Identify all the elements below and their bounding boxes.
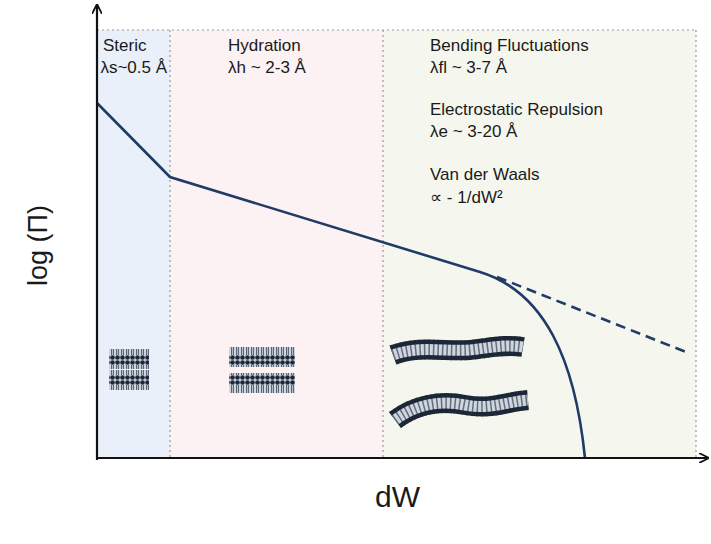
region-heading: Bending Fluctuations [430, 36, 589, 56]
x-axis-label: dW [375, 480, 420, 514]
decay-length: λs~0.5 Å [100, 58, 167, 78]
region-heading: Van der Waals [430, 165, 540, 185]
y-axis-label: log (Π) [23, 204, 54, 285]
hydration-region: Hydrationλh ~ 2-3 Å [170, 30, 383, 458]
steric-region: Stericλs~0.5 Å [97, 30, 170, 458]
region-heading: Electrostatic Repulsion [430, 100, 603, 120]
region-heading: Steric [103, 36, 146, 56]
region-heading: Hydration [228, 36, 301, 56]
decay-length: λfl ~ 3-7 Å [430, 58, 507, 78]
decay-length: ∝ - 1/dW² [430, 188, 503, 208]
decay-length: λe ~ 3-20 Å [430, 122, 517, 142]
long-range-region: Bending Fluctuationsλfl ~ 3-7 Å Electrost… [383, 30, 696, 458]
decay-length: λh ~ 2-3 Å [228, 58, 306, 78]
